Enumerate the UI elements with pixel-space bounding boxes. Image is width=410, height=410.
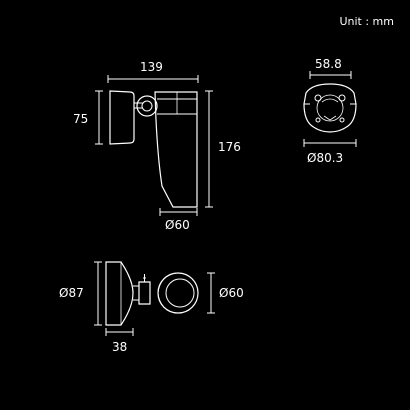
base-diameter-dimension-line <box>94 261 102 326</box>
base-depth-dimension-line <box>105 328 134 336</box>
side-barrel-diameter-label: Ø60 <box>165 218 190 232</box>
swivel-joint <box>136 95 158 117</box>
spotlight-barrel <box>154 91 198 208</box>
side-mount-height-label: 75 <box>73 112 89 126</box>
plate-hole-spacing-label: 58.8 <box>315 57 342 71</box>
round-mount-plate <box>303 83 357 133</box>
barrel-diameter-dimension-line <box>159 208 198 216</box>
plate-diameter-dimension-line <box>303 139 357 147</box>
wall-mount-plate <box>109 90 135 145</box>
top-base-diameter-label: Ø87 <box>59 286 84 300</box>
top-barrel-diameter-label: Ø60 <box>219 286 244 300</box>
top-base-depth-label: 38 <box>112 340 128 354</box>
hole-spacing-dimension-line <box>309 71 352 79</box>
side-width-label: 139 <box>140 60 163 74</box>
base-plate <box>105 261 134 326</box>
swivel-knuckle <box>138 281 151 305</box>
height-dimension-line <box>205 90 213 208</box>
top-barrel-diameter-dimension-line <box>207 272 215 314</box>
side-height-label: 176 <box>218 140 241 154</box>
plate-diameter-label: Ø80.3 <box>307 151 344 165</box>
side-view <box>95 75 213 216</box>
top-view <box>94 261 215 336</box>
mount-height-dimension-line <box>95 90 103 145</box>
width-dimension-line <box>107 75 199 83</box>
mount-plate-view <box>303 71 357 147</box>
barrel-lens <box>165 278 195 308</box>
unit-label: Unit : mm <box>339 15 394 28</box>
